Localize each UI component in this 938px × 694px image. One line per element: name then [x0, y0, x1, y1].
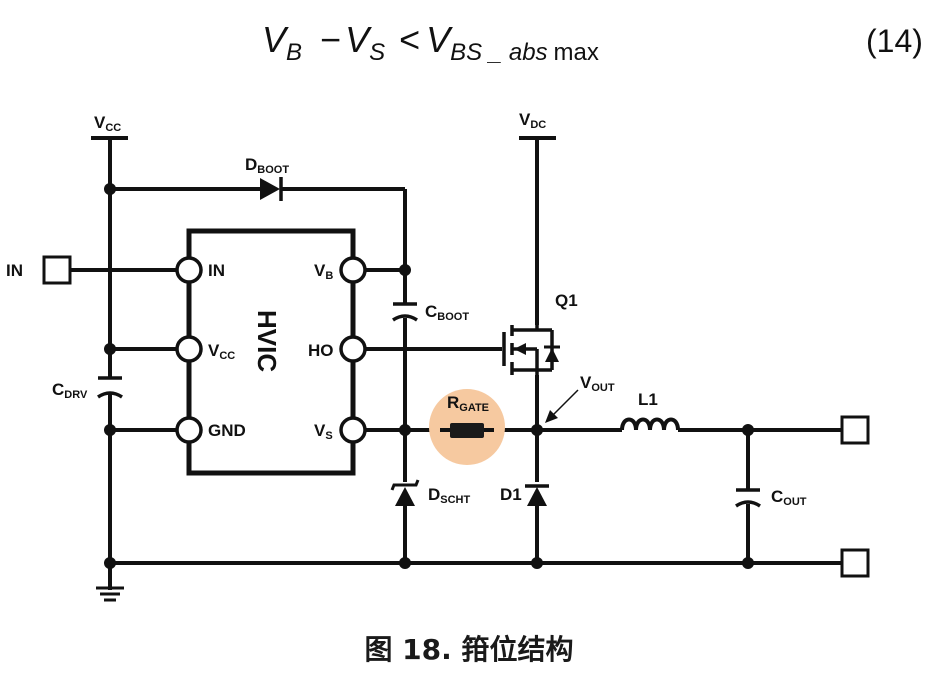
- ground-icon: [96, 586, 124, 602]
- in-terminal-label: IN: [6, 261, 23, 280]
- pin-vcc-label: VCC: [208, 341, 235, 362]
- hvic-title: HVIC: [252, 310, 282, 372]
- l1-inductor-icon: [620, 417, 680, 431]
- pin-in-label: IN: [208, 261, 225, 280]
- diagram-background: [0, 100, 876, 605]
- vout-terminal: [840, 415, 870, 445]
- pin-vb-label: VB: [314, 261, 333, 282]
- d1-label: D1: [500, 485, 522, 504]
- figure-caption: 图 18. 箝位结构: [364, 633, 574, 666]
- dscht-diode-icon: [390, 479, 420, 506]
- pin-gnd-label: GND: [208, 421, 246, 440]
- d1-diode-icon: [525, 484, 549, 506]
- pin-ho-label: HO: [308, 341, 334, 360]
- cdrv-capacitor-icon: [97, 376, 123, 399]
- cout-capacitor-icon: [735, 488, 761, 508]
- cboot-capacitor-icon: [392, 302, 418, 322]
- vdc-rail-label: VDC: [519, 110, 546, 131]
- pin-vcc-circle: [175, 335, 203, 363]
- dboot-diode-icon: [260, 177, 283, 201]
- rgate-resistor-icon: [450, 423, 484, 438]
- rgate-label: RGATE: [447, 393, 489, 414]
- junction-dots: [104, 183, 754, 569]
- in-terminal: [42, 255, 72, 285]
- vout-label: VOUT: [580, 373, 615, 394]
- hvic-pins: [175, 256, 367, 444]
- pin-vb-circle: [339, 256, 367, 284]
- q1-arrow-icon: [514, 343, 526, 355]
- pin-vs-circle: [339, 416, 367, 444]
- pin-vs-label: VS: [314, 421, 333, 442]
- q1-body-diode-icon: [544, 345, 560, 362]
- dboot-label: DBOOT: [245, 155, 289, 176]
- dscht-label: DSCHT: [428, 485, 471, 506]
- pin-in-circle: [175, 256, 203, 284]
- l1-label: L1: [638, 390, 658, 409]
- cboot-label: CBOOT: [425, 302, 469, 323]
- pin-ho-circle: [339, 335, 367, 363]
- equation-number: (14): [866, 23, 923, 59]
- q1-label: Q1: [555, 291, 578, 310]
- pin-gnd-circle: [175, 416, 203, 444]
- terminals: [42, 255, 870, 578]
- cout-label: COUT: [771, 487, 807, 508]
- ground-terminal: [840, 548, 870, 578]
- vout-pointer-arrow-icon: [545, 389, 579, 423]
- vcc-rail-label: VCC: [94, 113, 121, 134]
- cdrv-label: CDRV: [52, 380, 88, 401]
